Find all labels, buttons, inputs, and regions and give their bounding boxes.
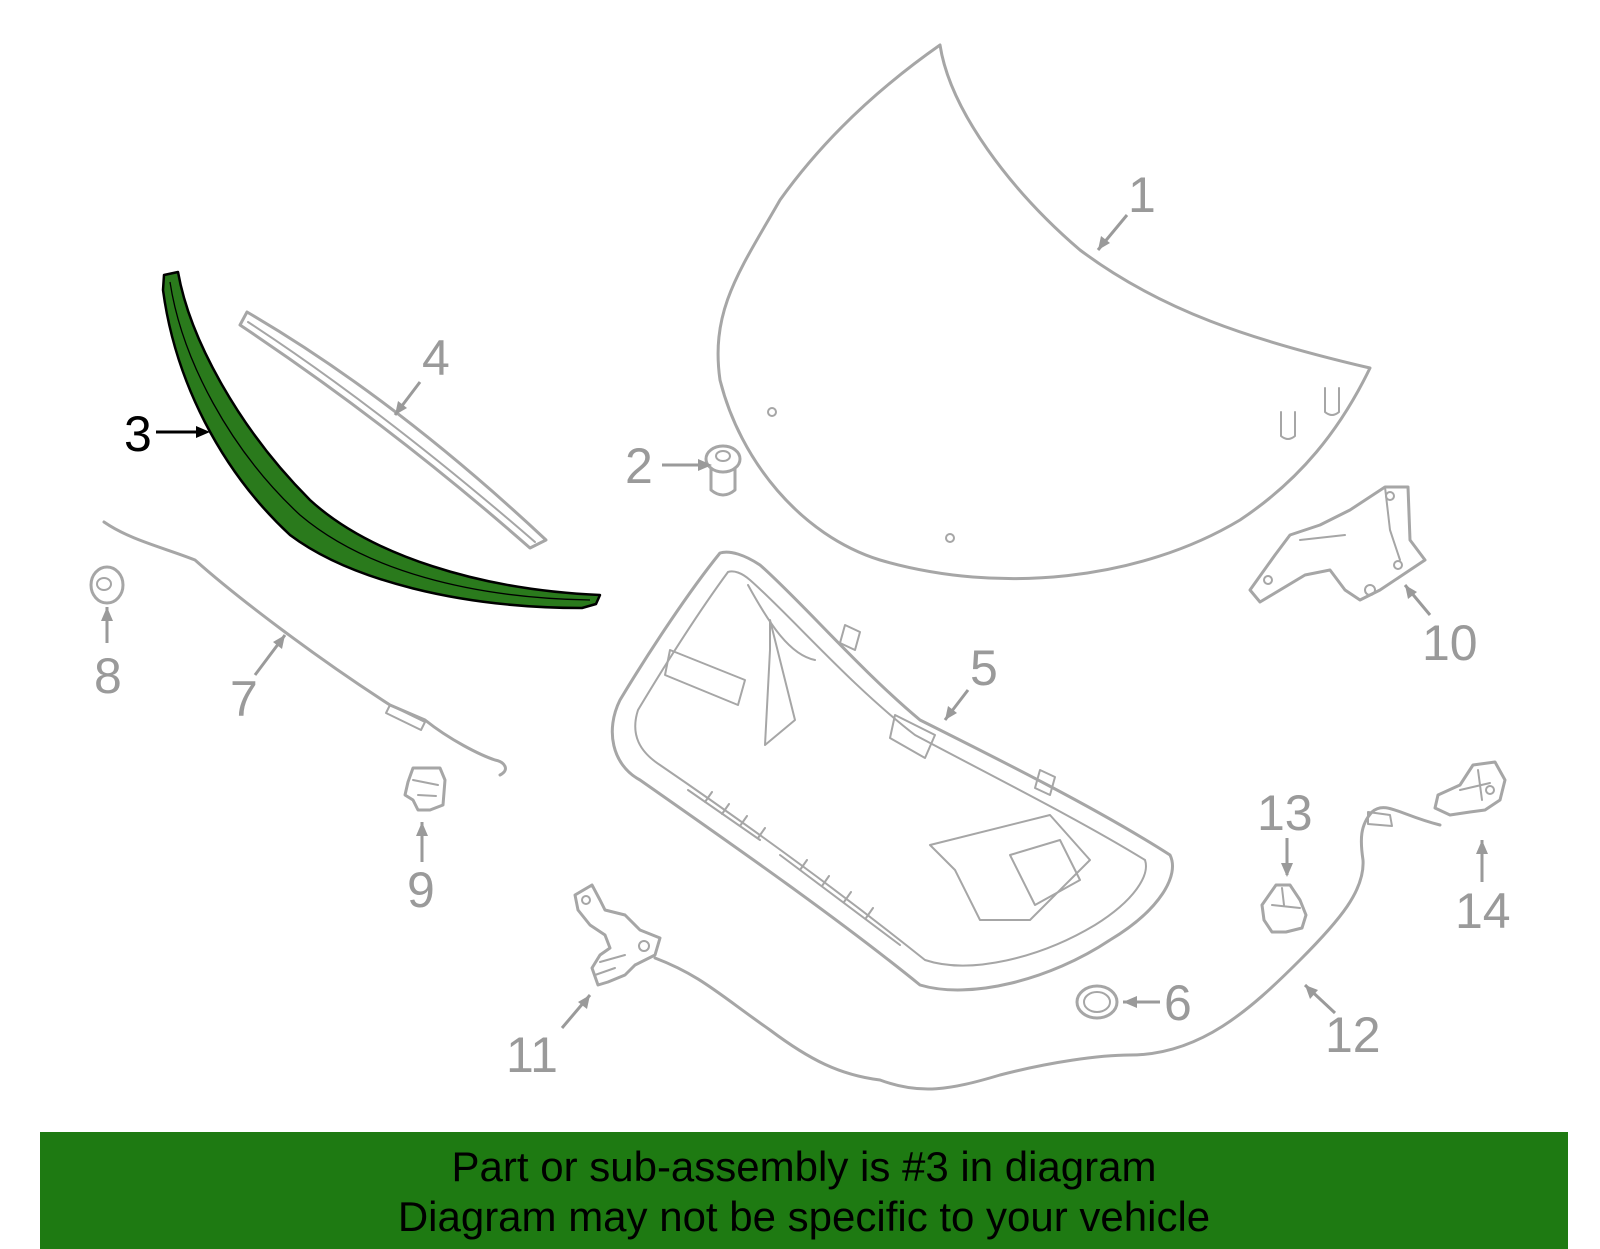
release-handle-icon[interactable]: [1433, 760, 1507, 817]
grommet-icon[interactable]: [1075, 984, 1119, 1020]
callout-6: 6: [1164, 975, 1192, 1031]
callout-12: 12: [1325, 1007, 1381, 1063]
clip-icon[interactable]: [89, 565, 125, 605]
callout-2: 2: [625, 438, 653, 494]
prop-rod-holder-icon[interactable]: [403, 766, 447, 812]
info-banner: Part or sub-assembly is #3 in diagram Di…: [40, 1132, 1568, 1249]
callout-8: 8: [94, 648, 122, 704]
weatherstrip-icon[interactable]: [238, 310, 548, 550]
callout-9: 9: [407, 862, 435, 918]
prop-rod-icon[interactable]: [102, 520, 507, 777]
hinge-icon[interactable]: [1248, 485, 1427, 604]
callout-5: 5: [970, 640, 998, 696]
hood-panel-icon[interactable]: [716, 43, 1372, 581]
callout-3: 3: [124, 406, 152, 462]
callout-7: 7: [230, 671, 258, 727]
release-cable-icon[interactable]: [653, 806, 1442, 1091]
callout-10: 10: [1422, 615, 1478, 671]
callout-4: 4: [422, 330, 450, 386]
hood-inner-frame-icon[interactable]: [610, 550, 1174, 992]
bumper-stop-icon[interactable]: [704, 444, 742, 497]
callout-11: 11: [506, 1027, 558, 1083]
leader-arrowheads: [101, 236, 1488, 1009]
callout-14: 14: [1455, 883, 1511, 939]
retainer-icon[interactable]: [1260, 883, 1308, 934]
hood-seal-icon[interactable]: [161, 270, 602, 610]
callout-1: 1: [1128, 167, 1156, 223]
banner-line-part: Part or sub-assembly is #3 in diagram: [451, 1143, 1157, 1190]
banner-line-disclaimer: Diagram may not be specific to your vehi…: [397, 1193, 1211, 1240]
callout-13: 13: [1257, 785, 1313, 841]
hood-latch-icon[interactable]: [573, 883, 662, 987]
